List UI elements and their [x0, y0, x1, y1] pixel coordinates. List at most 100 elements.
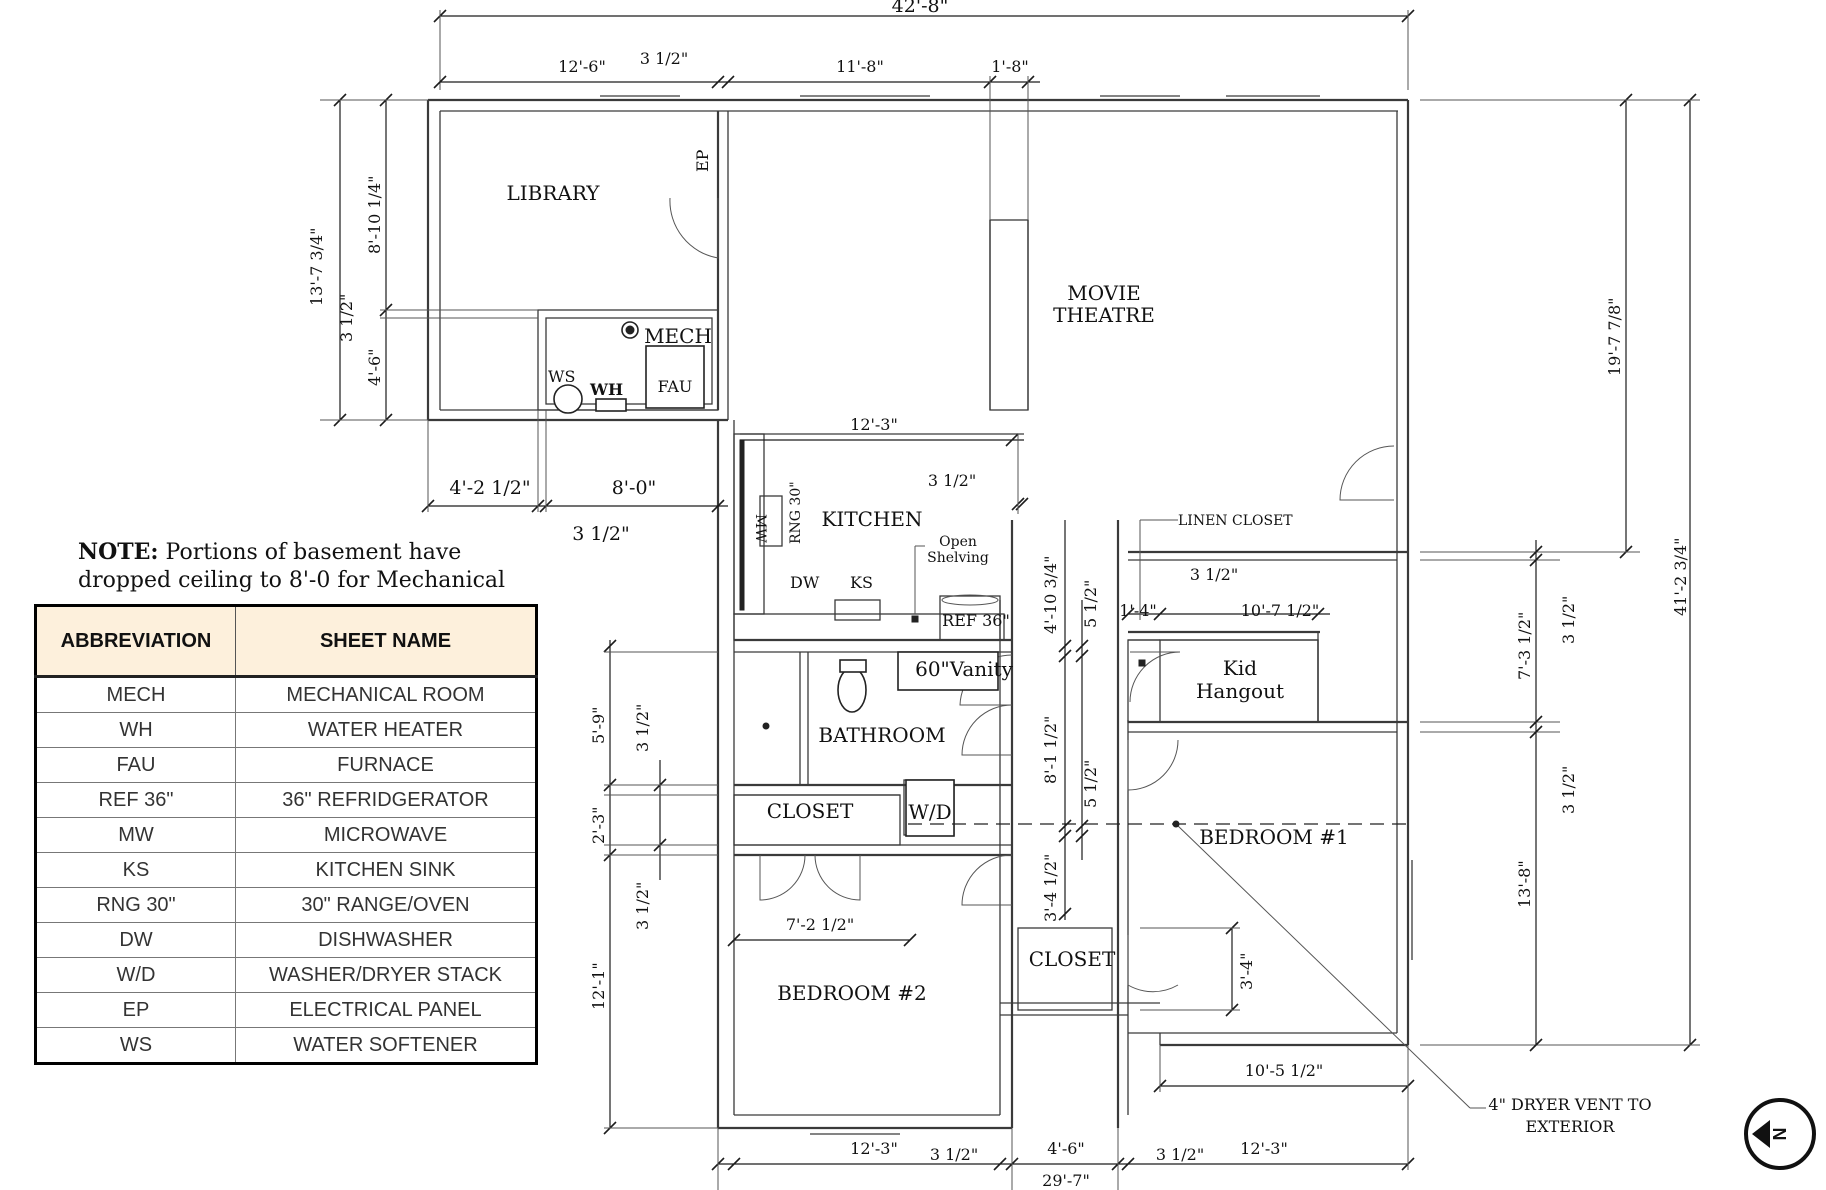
- dim-kitchen-wall: 3 1/2": [928, 471, 976, 490]
- header-abbreviation: ABBREVIATION: [35, 605, 236, 678]
- header-sheet-name: SHEET NAME: [235, 605, 537, 678]
- ceiling-note: NOTE: Portions of basement have dropped …: [78, 538, 538, 595]
- name-cell: ELECTRICAL PANEL: [235, 992, 537, 1028]
- abbr-cell: WS: [35, 1027, 236, 1064]
- dim-mech-wall: 3 1/2": [572, 523, 629, 545]
- room-library: LIBRARY: [506, 181, 600, 205]
- abbr-cell: MW: [35, 817, 236, 853]
- fixture-ep: EP: [693, 149, 712, 172]
- fixture-vanity: 60"Vanity: [915, 657, 1013, 681]
- name-cell: MICROWAVE: [235, 817, 537, 853]
- abbr-cell: FAU: [35, 747, 236, 783]
- name-cell: DISHWASHER: [235, 922, 537, 958]
- dim-bed2-width: 7'-2 1/2": [786, 915, 854, 934]
- dim-left-library: 8'-10 1/4": [365, 175, 384, 254]
- fixture-ws: WS: [548, 367, 575, 386]
- room-movie-theatre-line1: MOVIE: [1067, 281, 1140, 305]
- dim-linen-wall: 3 1/2": [1190, 565, 1238, 584]
- abbr-cell: RNG 30": [35, 887, 236, 923]
- table-header-row: ABBREVIATION SHEET NAME: [35, 605, 537, 678]
- room-movie-theatre-line2: THEATRE: [1053, 303, 1155, 327]
- dim-kid-width: 10'-7 1/2": [1241, 601, 1320, 620]
- dryer-vent-line2: EXTERIOR: [1526, 1117, 1616, 1136]
- note-text: Portions of basement have dropped ceilin…: [78, 540, 506, 593]
- room-kitchen: KITCHEN: [821, 507, 922, 531]
- dim-bottom-overall: 29'-7": [1042, 1171, 1090, 1190]
- abbr-cell: REF 36": [35, 782, 236, 818]
- dim-mech-width: 8'-0": [612, 477, 657, 499]
- dim-right-wall-2: 3 1/2": [1559, 766, 1578, 814]
- dim-bed2-depth: 12'-1": [589, 962, 608, 1010]
- dimension-lines: [320, 9, 1700, 1190]
- room-kid-hangout-line2: Hangout: [1196, 679, 1284, 703]
- dim-bath-left: 5'-9": [589, 706, 608, 744]
- dim-right-wall-1: 3 1/2": [1559, 596, 1578, 644]
- doors: [669, 197, 1395, 993]
- dim-hall-upper: 4'-10 3/4": [1041, 555, 1060, 634]
- room-bedroom-2: BEDROOM #2: [777, 981, 927, 1005]
- dim-bath-wall: 3 1/2": [633, 704, 652, 752]
- dim-right-theatre: 19'-7 7/8": [1605, 297, 1624, 376]
- room-closet-hall: CLOSET: [767, 799, 854, 823]
- room-mech: MECH: [644, 324, 712, 348]
- abbr-cell: WH: [35, 712, 236, 748]
- dim-closet-left: 2'-3": [589, 806, 608, 844]
- dim-top-right: 1'-8": [991, 57, 1029, 76]
- name-cell: KITCHEN SINK: [235, 852, 537, 888]
- north-arrow-icon: N: [1744, 1098, 1816, 1170]
- name-cell: 30" RANGE/OVEN: [235, 887, 537, 923]
- dim-bottom-hall: 4'-6": [1047, 1139, 1085, 1158]
- fixture-ks: KS: [850, 573, 873, 592]
- fixture-mw: MW: [752, 514, 768, 543]
- dim-bottom-wall-1: 3 1/2": [930, 1145, 978, 1164]
- fixture-fau: FAU: [658, 377, 693, 396]
- dim-bed1-width: 10'-5 1/2": [1245, 1061, 1324, 1080]
- abbr-cell: W/D: [35, 957, 236, 993]
- dim-linen-width: 1'-4": [1119, 601, 1157, 620]
- abbr-cell: KS: [35, 852, 236, 888]
- dim-left-wall-2: 3 1/2": [633, 882, 652, 930]
- dim-top-library: 12'-6": [558, 57, 606, 76]
- note-label: NOTE:: [78, 539, 159, 565]
- dryer-vent-line1: 4" DRYER VENT TO: [1488, 1095, 1651, 1114]
- dim-bottom-bed2: 12'-3": [850, 1139, 898, 1158]
- room-bathroom: BATHROOM: [818, 723, 945, 747]
- dim-right-bed1: 13'-8": [1515, 860, 1534, 908]
- dim-hall-wall-1: 5 1/2": [1081, 580, 1100, 628]
- dim-left-wall: 3 1/2": [337, 294, 356, 342]
- dim-top-wall: 3 1/2": [640, 49, 688, 68]
- fixture-ref: REF 36": [942, 611, 1010, 630]
- dim-hall-wall-2: 5 1/2": [1081, 760, 1100, 808]
- dim-bottom-wall-2: 3 1/2": [1156, 1145, 1204, 1164]
- name-cell: FURNACE: [235, 747, 537, 783]
- name-cell: WATER SOFTENER: [235, 1027, 537, 1064]
- name-cell: WATER HEATER: [235, 712, 537, 748]
- abbr-cell: EP: [35, 992, 236, 1028]
- abbr-cell: DW: [35, 922, 236, 958]
- dim-top-middle: 11'-8": [836, 57, 884, 76]
- fixtures-kitchen: [553, 321, 1146, 837]
- dim-right-kid: 7'-3 1/2": [1515, 612, 1534, 680]
- name-cell: MECHANICAL ROOM: [235, 676, 537, 713]
- fixture-rng: RNG 30": [788, 481, 804, 544]
- fixture-open-shelving-line1: Open: [939, 534, 977, 550]
- dim-right-overall: 41'-2 3/4": [1671, 537, 1690, 616]
- table-row: RNG 30"30" RANGE/OVEN: [35, 887, 537, 923]
- abbr-cell: MECH: [35, 676, 236, 713]
- name-cell: WASHER/DRYER STACK: [235, 957, 537, 993]
- fixture-dw: DW: [790, 573, 820, 592]
- room-kid-hangout-line1: Kid: [1223, 656, 1257, 680]
- dim-bottom-bed1: 12'-3": [1240, 1139, 1288, 1158]
- fixture-wh: WH: [589, 380, 623, 399]
- north-arrow-label: N: [1770, 1128, 1790, 1141]
- room-closet-bed: CLOSET: [1029, 947, 1116, 971]
